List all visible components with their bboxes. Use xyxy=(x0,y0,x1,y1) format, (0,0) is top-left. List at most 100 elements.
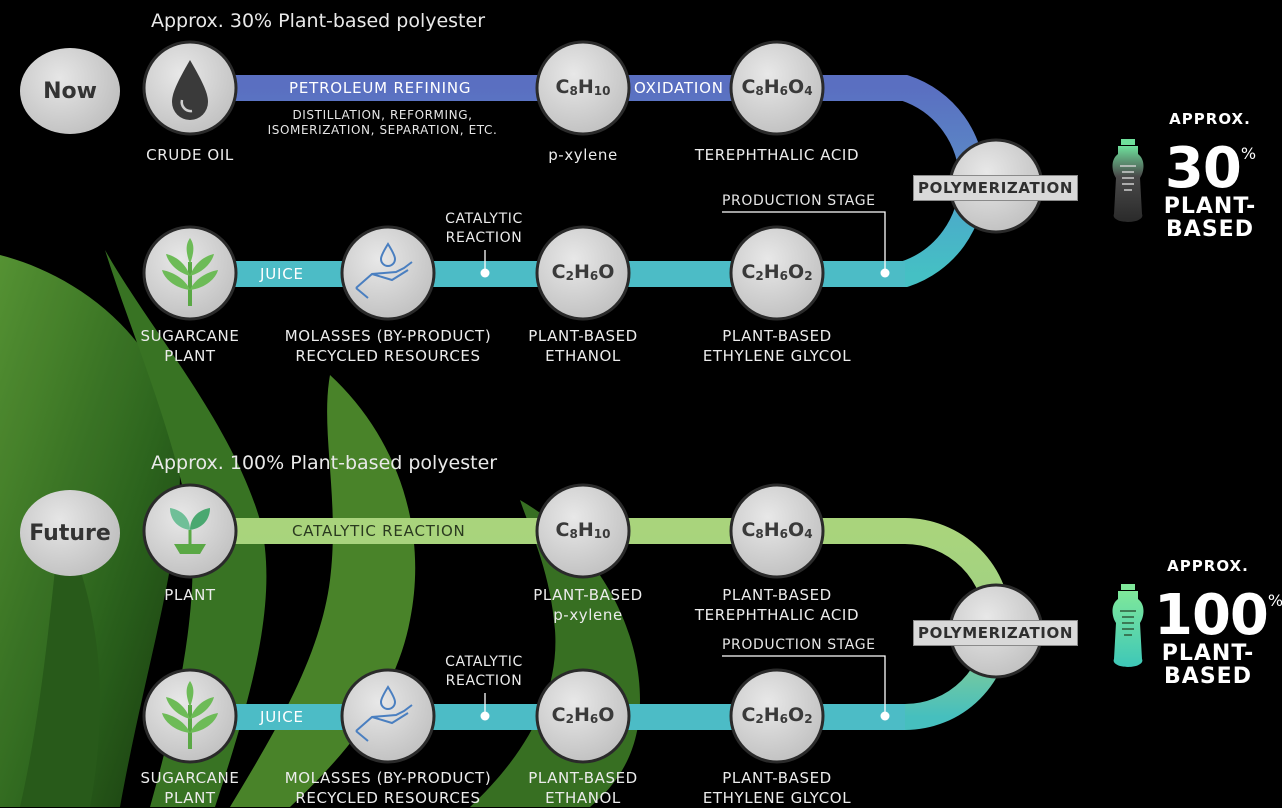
formula-element: H xyxy=(763,704,780,726)
catalytic-line: CATALYTIC xyxy=(445,211,523,227)
formula-element: C xyxy=(555,76,570,98)
formula-element: C xyxy=(551,704,566,726)
result-value: 100 xyxy=(1154,583,1269,648)
future-p-xylene-formula: C8H10 xyxy=(537,519,629,541)
formula-subscript: 4 xyxy=(804,84,813,98)
label-line: RECYCLED RESOURCES xyxy=(295,789,481,807)
formula-subscript: 6 xyxy=(779,712,789,726)
now-title: Approx. 30% Plant-based polyester xyxy=(151,10,486,32)
formula-element: H xyxy=(577,76,594,98)
label-line: PLANT-BASED xyxy=(528,769,638,787)
label-line: ETHANOL xyxy=(545,789,621,807)
label-line: PLANT-BASED xyxy=(722,327,832,345)
formula-subscript: 6 xyxy=(779,269,789,283)
label-line: PLANT xyxy=(164,347,216,365)
result-approx: APPROX. xyxy=(1167,557,1249,575)
result-line: PLANT- xyxy=(1161,641,1255,666)
now-p-xylene-label: p-xylene xyxy=(548,146,618,164)
label-line: PLANT xyxy=(164,789,216,807)
now-ethanol-label: PLANT-BASED ETHANOL xyxy=(513,326,653,366)
label-line: MOLASSES (BY-PRODUCT) xyxy=(284,327,492,345)
now-crude-oil-label: CRUDE OIL xyxy=(146,146,234,164)
sprout-icon xyxy=(162,238,218,306)
result-approx: APPROX. xyxy=(1169,110,1251,128)
formula-element: H xyxy=(763,519,780,541)
result-line: PLANT- xyxy=(1163,194,1257,219)
future-ethanol-label: PLANT-BASED ETHANOL xyxy=(513,768,653,808)
formula-element: C xyxy=(555,519,570,541)
formula-element: O xyxy=(788,261,805,283)
formula-subscript: 2 xyxy=(755,712,764,726)
hand-water-drop-icon xyxy=(355,242,413,299)
formula-subscript: 10 xyxy=(593,527,611,541)
formula-subscript: 8 xyxy=(569,527,578,541)
formula-element: H xyxy=(763,76,780,98)
now-terephthalic-formula: C8H6O4 xyxy=(731,76,823,98)
future-polymerization-label: POLYMERIZATION xyxy=(913,620,1078,646)
future-ethanol-formula: C2H6O xyxy=(537,704,629,726)
formula-subscript: 2 xyxy=(755,269,764,283)
label-line: MOLASSES (BY-PRODUCT) xyxy=(284,769,492,787)
formula-subscript: 2 xyxy=(804,269,813,283)
oil-drop-icon xyxy=(172,60,208,120)
now-polymerization-label: POLYMERIZATION xyxy=(913,175,1078,201)
label-line: ETHYLENE GLYCOL xyxy=(702,789,852,807)
now-terephthalic-label: TEREPHTHALIC ACID xyxy=(694,146,860,164)
refining-detail-line: ISOMERIZATION, SEPARATION, ETC. xyxy=(267,123,498,137)
sprout-icon xyxy=(162,681,218,749)
formula-element: H xyxy=(573,704,590,726)
result-value: 30 xyxy=(1164,136,1242,201)
formula-element: C xyxy=(551,261,566,283)
future-molasses-label: MOLASSES (BY-PRODUCT) RECYCLED RESOURCES xyxy=(268,768,508,808)
result-line: BASED xyxy=(1166,217,1254,242)
formula-element: C xyxy=(741,704,756,726)
formula-element: H xyxy=(573,261,590,283)
future-p-xylene-label: PLANT-BASED p-xylene xyxy=(513,585,663,625)
future-sugarcane-label: SUGARCANE PLANT xyxy=(125,768,255,808)
formula-subscript: 2 xyxy=(565,269,574,283)
formula-subscript: 4 xyxy=(804,527,813,541)
formula-element: H xyxy=(763,261,780,283)
formula-subscript: 2 xyxy=(565,712,574,726)
now-sugarcane-label: SUGARCANE PLANT xyxy=(125,326,255,366)
now-ethylene-glycol-label: PLANT-BASED ETHYLENE GLYCOL xyxy=(682,326,872,366)
formula-subscript: 8 xyxy=(755,84,764,98)
now-result: APPROX. 30% PLANT- BASED xyxy=(1158,110,1262,241)
label-line: TEREPHTHALIC ACID xyxy=(694,606,860,624)
future-terephthalic-label: PLANT-BASED TEREPHTHALIC ACID xyxy=(682,585,872,625)
label-line: PLANT-BASED xyxy=(722,586,832,604)
label-line: RECYCLED RESOURCES xyxy=(295,347,481,365)
future-ethylene-glycol-formula: C2H6O2 xyxy=(731,704,823,726)
label-line: PLANT-BASED xyxy=(528,327,638,345)
label-line: PLANT-BASED xyxy=(533,586,643,604)
future-result: APPROX. 100% PLANT- BASED xyxy=(1154,557,1282,689)
future-pipe-catalytic-reaction: CATALYTIC REACTION xyxy=(292,522,466,540)
bottle-icon xyxy=(1112,139,1144,222)
label-line: SUGARCANE xyxy=(140,769,240,787)
formula-element: O xyxy=(598,704,615,726)
refining-detail-line: DISTILLATION, REFORMING, xyxy=(292,108,473,122)
result-unit: % xyxy=(1240,144,1256,163)
result-line: BASED xyxy=(1164,664,1252,689)
formula-element: C xyxy=(741,76,756,98)
formula-element: C xyxy=(741,519,756,541)
now-ethylene-glycol-formula: C2H6O2 xyxy=(731,261,823,283)
result-percentage: 30% xyxy=(1158,128,1262,197)
formula-subscript: 6 xyxy=(589,269,599,283)
label-line: p-xylene xyxy=(553,606,623,624)
future-terephthalic-formula: C8H6O4 xyxy=(731,519,823,541)
now-badge: Now xyxy=(20,48,120,134)
formula-subscript: 8 xyxy=(755,527,764,541)
now-catalytic-label: CATALYTIC REACTION xyxy=(424,210,544,248)
result-unit: % xyxy=(1267,591,1282,610)
future-catalytic-label: CATALYTIC REACTION xyxy=(424,653,544,691)
catalytic-line: CATALYTIC xyxy=(445,654,523,670)
future-title: Approx. 100% Plant-based polyester xyxy=(151,452,498,474)
label-line: PLANT-BASED xyxy=(722,769,832,787)
now-production-stage-label: PRODUCTION STAGE xyxy=(722,193,876,209)
formula-subscript: 8 xyxy=(569,84,578,98)
plant-icon xyxy=(170,508,210,554)
hand-water-drop-icon xyxy=(355,685,413,742)
formula-element: C xyxy=(741,261,756,283)
